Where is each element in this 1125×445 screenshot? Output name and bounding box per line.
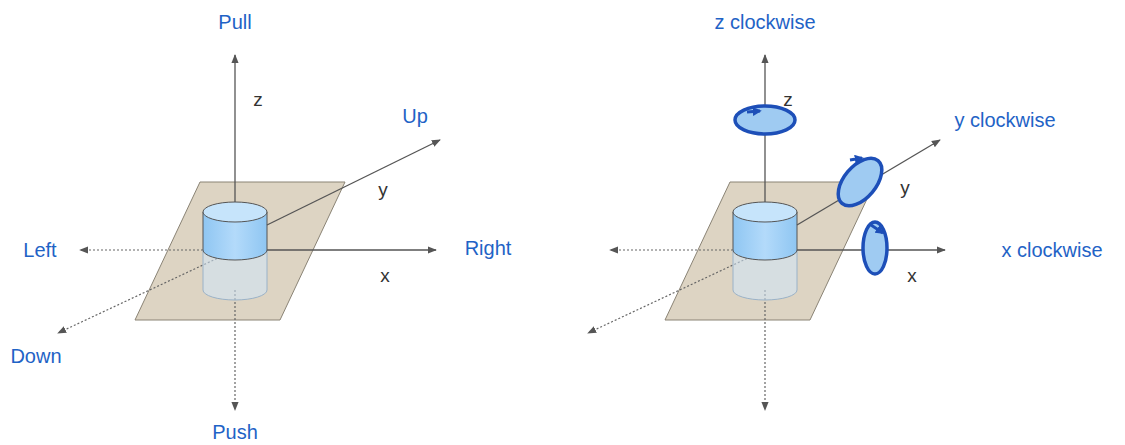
direction-label: Right [465, 237, 512, 259]
y-rotation-arrow [830, 150, 891, 213]
axis-name: x [380, 266, 390, 287]
direction-label: Pull [218, 11, 251, 33]
axis-name: z [253, 90, 263, 111]
rotation-arrows [735, 106, 890, 274]
x-rotation-arrow [863, 222, 887, 274]
axis-name: y [900, 178, 910, 199]
rotation-label: z clockwise [714, 11, 815, 33]
positive-axes [235, 55, 440, 250]
rotation-label: y clockwise [954, 109, 1055, 131]
positive-axes [765, 55, 945, 250]
translation-figure [58, 55, 440, 410]
direction-label: Push [212, 421, 258, 443]
cylinder [203, 202, 267, 300]
axis-name: z [783, 90, 793, 111]
direction-label: Down [10, 345, 61, 367]
z-rotation-arrow [735, 106, 795, 134]
cylinder [733, 202, 797, 300]
rotation-figure [588, 55, 945, 410]
axis-name: x [907, 266, 917, 287]
axis-name: y [378, 180, 388, 201]
rotation-label: x clockwise [1001, 239, 1102, 261]
direction-label: Left [23, 239, 56, 261]
direction-label: Up [402, 105, 428, 127]
